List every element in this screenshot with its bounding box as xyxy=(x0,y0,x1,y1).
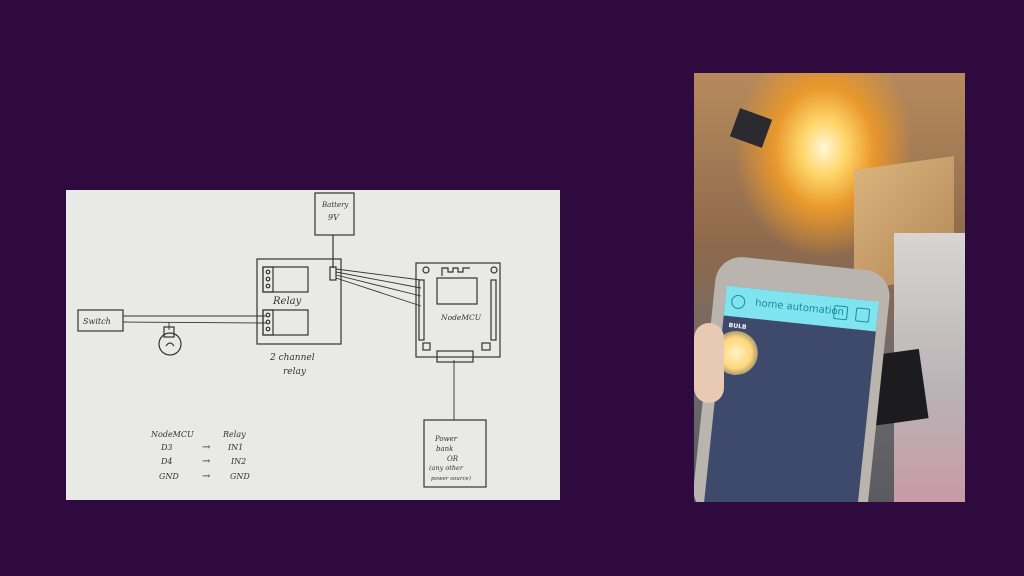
power-label-1: Power xyxy=(434,435,458,443)
battery-label: Battery xyxy=(321,201,349,209)
power-label-5: power source) xyxy=(431,475,471,482)
legend-from: GND xyxy=(159,472,179,481)
circuit-diagram: Battery 9V Relay 2 channel relay Switch xyxy=(66,190,560,500)
legend-header-nodemcu: NodeMCU xyxy=(150,430,194,439)
legend-to: IN2 xyxy=(230,457,246,466)
app-logo-icon xyxy=(730,294,746,310)
phone-screen: home automation BULB xyxy=(702,285,880,502)
device-icon xyxy=(832,305,849,321)
switch-block: Switch xyxy=(77,309,124,332)
legend-arrow: → xyxy=(202,456,211,467)
finger xyxy=(694,323,724,403)
relay-label: Relay xyxy=(272,296,302,307)
relay-module: Relay 2 channel relay xyxy=(256,258,342,377)
legend-from: D4 xyxy=(160,457,173,466)
pin-legend: NodeMCU Relay D3 → IN1 D4 → IN2 GND → GN… xyxy=(150,430,250,482)
power-source-block: Power bank OR (any other power source) xyxy=(423,419,487,488)
switch-label: Switch xyxy=(83,317,111,326)
battery-voltage: 9V xyxy=(328,213,340,222)
legend-to: IN1 xyxy=(227,443,243,452)
bulb-icon xyxy=(158,326,182,356)
app-title: home automation xyxy=(754,297,845,318)
relay-caption-line1: 2 channel xyxy=(269,353,315,363)
power-label-3: OR xyxy=(447,455,459,463)
relay-photo xyxy=(729,108,773,148)
app-bar: home automation xyxy=(723,285,880,332)
wires xyxy=(122,268,455,420)
stop-icon xyxy=(854,307,871,323)
legend-to: GND xyxy=(230,472,250,481)
power-label-2: bank xyxy=(436,445,453,453)
bulb-button-label: BULB xyxy=(728,322,747,331)
legend-arrow: → xyxy=(202,471,211,482)
battery-block: Battery 9V xyxy=(314,192,355,268)
legend-header-relay: Relay xyxy=(222,430,246,439)
legend-arrow: → xyxy=(202,442,211,453)
demo-photo: home automation BULB xyxy=(694,73,965,502)
nodemcu-board: NodeMCU xyxy=(415,262,501,363)
power-label-4: (any other xyxy=(429,464,464,472)
legend-from: D3 xyxy=(160,443,173,452)
nodemcu-label: NodeMCU xyxy=(440,313,482,322)
relay-caption-line2: relay xyxy=(283,367,307,377)
